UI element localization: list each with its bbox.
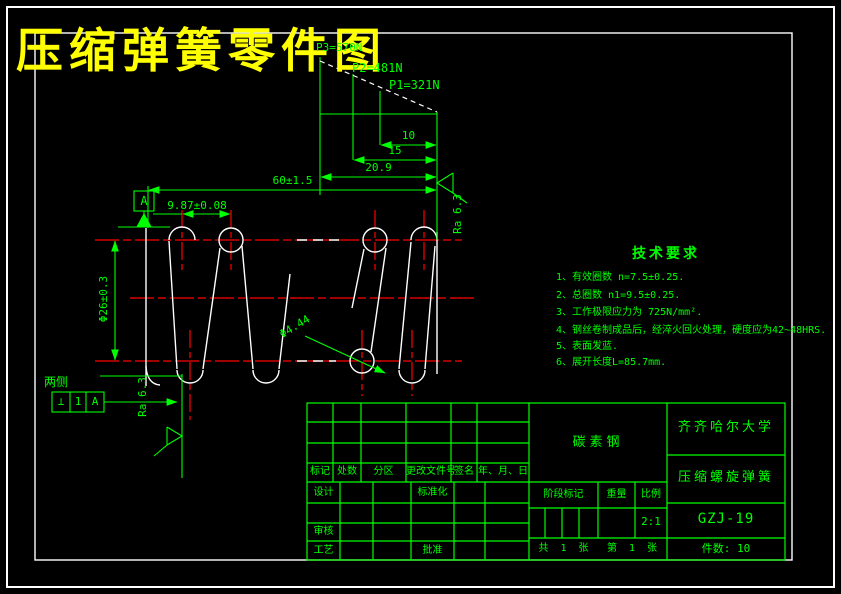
tech-item-2: 2、总圈数 n1=9.5±0.25. xyxy=(556,290,681,301)
tb-sheet-total: 共 1 张 xyxy=(538,543,592,554)
force-p2-label: P2=481N xyxy=(352,61,403,75)
tb-scale-value: 2:1 xyxy=(641,515,661,528)
tb-row-design: 设计 xyxy=(313,487,334,498)
dim-pitch: 9.87±0.08 xyxy=(167,199,227,212)
drawing-frame xyxy=(6,6,835,588)
tb-col-mark: 标记 xyxy=(310,466,330,477)
tb-stage-mark: 阶段标记 xyxy=(543,489,584,500)
tb-row-approve: 批准 xyxy=(422,545,443,556)
tb-material: 碳素钢 xyxy=(572,435,624,450)
force-p1-label: P1=321N xyxy=(389,78,440,92)
datum-a-label: A xyxy=(140,194,148,208)
tb-sheet-number: 第 1 张 xyxy=(606,543,661,554)
tolerance-frame xyxy=(51,391,105,413)
tb-row-check: 审核 xyxy=(313,526,334,537)
tb-row-process: 工艺 xyxy=(313,545,334,556)
tolerance-value: 1 xyxy=(74,395,82,408)
drawing-title: 压缩弹簧零件图 xyxy=(16,24,387,79)
roughness-symbol-right xyxy=(435,172,468,204)
tb-col-zone: 分区 xyxy=(373,466,394,477)
both-sides-note: 两侧 xyxy=(44,375,69,389)
tb-quantity: 件数: 10 xyxy=(701,542,751,555)
tb-organization: 齐齐哈尔大学 xyxy=(677,420,774,435)
tech-item-3: 3、工作极限应力为 725N/mm². xyxy=(556,307,703,318)
tb-weight-label: 重量 xyxy=(606,489,627,500)
dim-10: 10 xyxy=(401,129,416,142)
tolerance-symbol: ⊥ xyxy=(57,395,65,408)
tech-item-1: 1、有效圈数 n=7.5±0.25. xyxy=(556,272,685,283)
tb-col-date: 年、月、日 xyxy=(478,466,528,477)
tech-requirements-heading: 技术要求 xyxy=(632,246,700,262)
tb-col-count: 处数 xyxy=(337,466,357,477)
tb-col-signature: 签名 xyxy=(454,466,474,477)
tech-item-4: 4、钢丝卷制成品后，经淬火回火处理，硬度应为42~48HRS. xyxy=(556,325,827,336)
force-diagram-lines xyxy=(319,57,438,240)
datum-symbol xyxy=(118,190,170,228)
dim-free-length: 60±1.5 xyxy=(272,174,313,187)
dim-20-9: 20.9 xyxy=(365,161,392,174)
tech-item-5: 5、表面发蓝. xyxy=(556,341,619,352)
tb-col-doc-no: 更改文件号 xyxy=(406,466,456,477)
tb-scale-label: 比例 xyxy=(641,489,661,500)
force-p3-label: P3=570N xyxy=(316,41,363,54)
roughness-left-label: Ra 6.3 xyxy=(135,377,149,417)
tb-drawing-number: GZJ-19 xyxy=(697,511,755,527)
tb-part-name: 压缩螺旋弹簧 xyxy=(677,470,774,485)
dim-coil-diameter: Φ26±0.3 xyxy=(96,275,110,323)
load-line xyxy=(319,60,438,113)
tech-item-6: 6、展开长度L=85.7mm. xyxy=(556,357,667,368)
roughness-right-label: Ra 6.3 xyxy=(450,194,464,234)
tb-row-standardization: 标准化 xyxy=(417,487,448,498)
tolerance-datum: A xyxy=(91,395,99,408)
title-block-grid xyxy=(306,402,786,561)
dimension-lines xyxy=(100,186,437,478)
centerlines xyxy=(95,210,478,420)
dim-15: 15 xyxy=(388,144,402,157)
spring-outline xyxy=(145,226,438,386)
roughness-symbol-left xyxy=(153,426,184,457)
